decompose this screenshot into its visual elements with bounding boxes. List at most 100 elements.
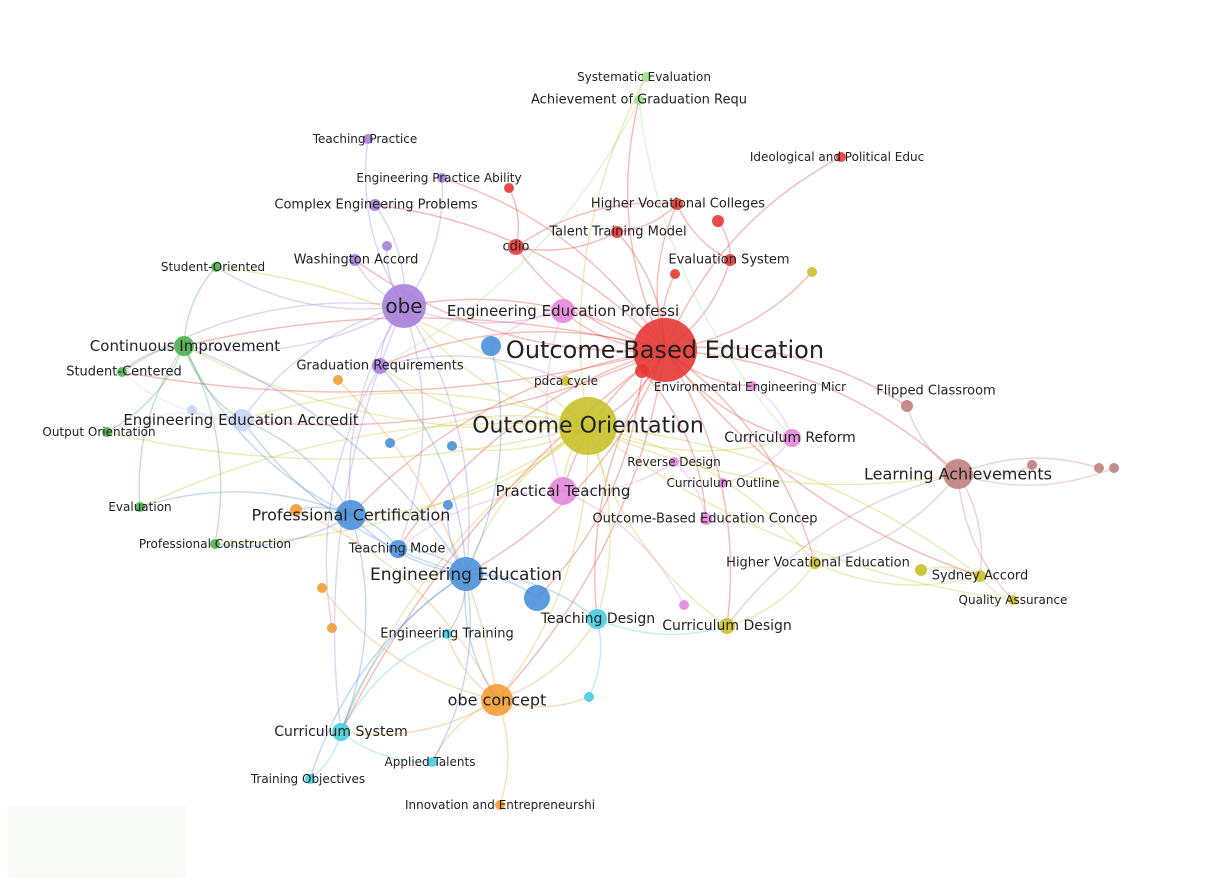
edge-obe-edu-learn-ach <box>664 349 959 475</box>
edge-obe-edu-obe <box>403 298 666 351</box>
node-engineering-education[interactable] <box>449 557 483 591</box>
label-outcome-orientation: Outcome Orientation <box>472 414 704 439</box>
node-output-orientation[interactable] <box>102 427 112 437</box>
node-engineering-education-accredit[interactable] <box>231 409 253 431</box>
edge-outcome-orient-hve <box>587 425 816 564</box>
node-graduation-requirements[interactable] <box>372 358 388 374</box>
node-higher-vocational-education[interactable] <box>809 557 821 569</box>
edge-obe-edu-teach-design <box>594 349 666 620</box>
node-curriculum-design[interactable] <box>719 618 735 634</box>
edge-u-red1-u-blue2 <box>536 370 643 599</box>
node-innovation-and-entrepreneurshi[interactable] <box>495 800 505 810</box>
node-engineering-training[interactable] <box>442 629 452 639</box>
edge-cont-impr-output-or <box>106 345 185 433</box>
node-achievement-of-graduation-requ[interactable] <box>634 95 644 105</box>
label-student-centered: Student-Centered <box>66 365 182 380</box>
edge-grad-req-pdca <box>379 355 567 382</box>
node-outcome-based-education-concep[interactable] <box>700 513 712 525</box>
node-engineering-education-professi[interactable] <box>551 299 575 323</box>
node-student-centered[interactable] <box>117 367 127 377</box>
node-student-oriented[interactable] <box>211 262 221 272</box>
node-u-brown2[interactable] <box>1094 463 1104 473</box>
node-systematic-evaluation[interactable] <box>641 72 651 82</box>
label-evaluation-system: Evaluation System <box>668 253 789 268</box>
node-flipped-classroom[interactable] <box>901 400 913 412</box>
edge-eea-output-or <box>106 412 243 433</box>
node-professional-construction[interactable] <box>210 539 220 549</box>
node-engineering-practice-ability[interactable] <box>437 173 447 183</box>
node-u-lav1[interactable] <box>187 405 197 415</box>
edge-obe-cont-impr <box>183 305 405 352</box>
node-obe[interactable] <box>382 284 426 328</box>
node-u-orange3[interactable] <box>317 583 327 593</box>
node-complex-engineering-problems[interactable] <box>369 199 381 211</box>
node-u-red1[interactable] <box>635 364 649 378</box>
node-u-orange2[interactable] <box>333 375 343 385</box>
node-u-brown3[interactable] <box>1109 463 1119 473</box>
node-evaluation[interactable] <box>135 502 145 512</box>
node-u-red4[interactable] <box>504 183 514 193</box>
node-u-brown1[interactable] <box>1027 460 1037 470</box>
node-teaching-practice[interactable] <box>363 134 373 144</box>
node-u-blue1[interactable] <box>481 336 501 356</box>
node-obe-concept[interactable] <box>481 684 513 716</box>
node-washington-accord[interactable] <box>349 254 361 266</box>
edge-prof-cert-eea <box>241 419 352 516</box>
node-u-blue3[interactable] <box>385 438 395 448</box>
label-environmental-engineering-micr: Environmental Engineering Micr <box>654 380 846 394</box>
node-u-blue2[interactable] <box>524 585 550 611</box>
node-u-orange4[interactable] <box>327 623 337 633</box>
node-curriculum-outline[interactable] <box>718 478 728 488</box>
node-outcome-based-education[interactable] <box>633 318 697 382</box>
node-quality-assurance[interactable] <box>1008 595 1018 605</box>
node-u-purple1[interactable] <box>382 241 392 251</box>
node-u-pink1[interactable] <box>679 600 689 610</box>
node-environmental-engineering-micr[interactable] <box>747 381 757 391</box>
edge-outcome-orient-evaluation <box>139 422 589 508</box>
node-outcome-orientation[interactable] <box>559 397 617 455</box>
node-teaching-design[interactable] <box>587 609 607 629</box>
node-applied-talents[interactable] <box>427 757 437 767</box>
label-higher-vocational-education: Higher Vocational Education <box>726 556 910 571</box>
label-obe-concept: obe concept <box>448 691 547 710</box>
edge-curr-system-app-talents <box>340 731 433 763</box>
node-professional-certification[interactable] <box>336 500 366 530</box>
edge-sydney-hve <box>814 562 981 586</box>
label-pdca-cycle: pdca cycle <box>534 374 598 388</box>
edge-obe-edu-teach-mode <box>397 349 666 550</box>
edge-prof-cert-cont-impr <box>183 345 352 516</box>
node-higher-vocational-colleges[interactable] <box>671 198 683 210</box>
edge-obe-concept-curr-system <box>340 699 498 736</box>
node-teaching-mode[interactable] <box>389 540 407 558</box>
node-practical-teaching[interactable] <box>549 477 577 505</box>
node-learning-achievements[interactable] <box>943 459 973 489</box>
label-evaluation: Evaluation <box>108 500 171 514</box>
node-curriculum-system[interactable] <box>332 723 350 741</box>
label-cdio: cdio <box>503 240 530 255</box>
node-training-objectives[interactable] <box>305 774 315 784</box>
node-u-cyan1[interactable] <box>584 692 594 702</box>
edge-cdio-hvc <box>515 202 678 248</box>
node-continuous-improvement[interactable] <box>174 336 194 356</box>
node-u-orange1[interactable] <box>290 504 302 516</box>
node-u-red2[interactable] <box>670 269 680 279</box>
label-higher-vocational-colleges: Higher Vocational Colleges <box>591 197 765 212</box>
node-pdca-cycle[interactable] <box>561 376 571 386</box>
edge-obe-edu-eng-edu <box>465 349 666 575</box>
node-curriculum-reform[interactable] <box>783 429 801 447</box>
node-cdio[interactable] <box>508 239 524 255</box>
node-u-olive1[interactable] <box>807 267 817 277</box>
node-sydney-accord[interactable] <box>974 570 986 582</box>
node-u-red3[interactable] <box>712 215 724 227</box>
node-reverse-design[interactable] <box>669 457 679 467</box>
node-u-olive2[interactable] <box>915 564 927 576</box>
node-ideological-and-political-educ[interactable] <box>836 152 846 162</box>
node-u-blue5[interactable] <box>443 500 453 510</box>
edge-outcome-orient-sydney <box>587 425 981 577</box>
node-talent-training-model[interactable] <box>611 226 623 238</box>
node-evaluation-system[interactable] <box>724 254 736 266</box>
node-u-blue4[interactable] <box>447 441 457 451</box>
edge-obe-edu-obe-concept <box>496 349 666 701</box>
